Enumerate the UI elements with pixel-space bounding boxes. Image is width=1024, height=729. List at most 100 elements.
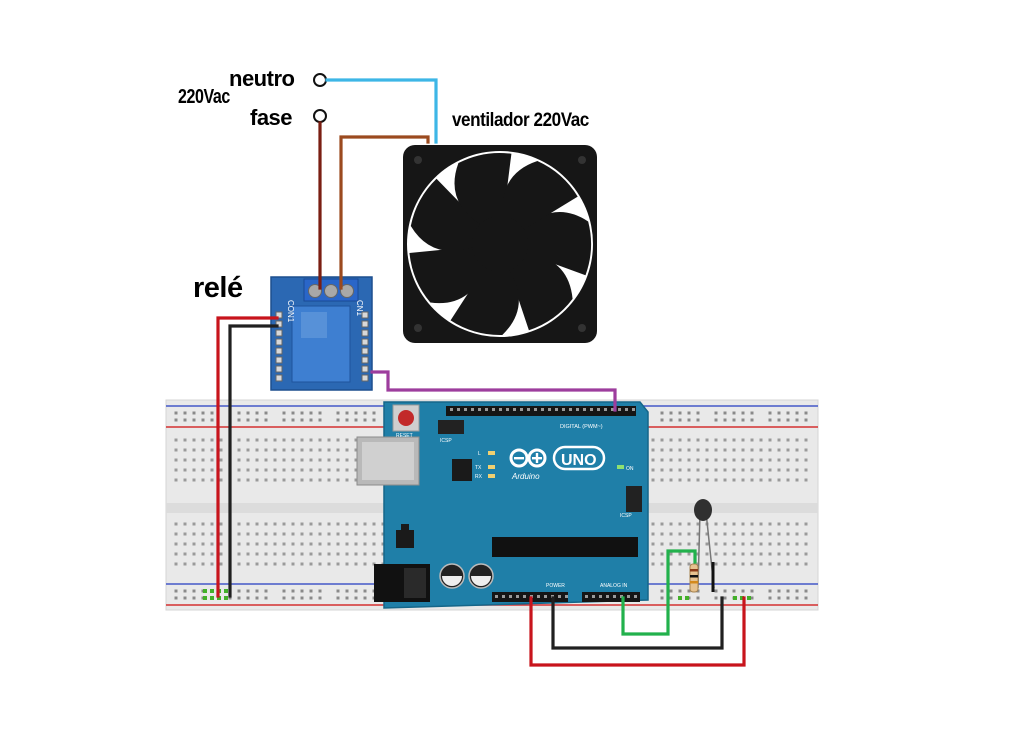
breadboard-hole xyxy=(327,468,331,472)
breadboard-hole xyxy=(291,589,295,593)
reset-button-housing xyxy=(392,404,420,432)
breadboard-hole xyxy=(372,522,376,526)
breadboard-hole xyxy=(768,448,772,452)
breadboard-hole xyxy=(192,596,196,600)
breadboard-hole xyxy=(318,542,322,546)
breadboard-hole xyxy=(741,438,745,442)
breadboard-hole xyxy=(192,478,196,482)
breadboard-hole xyxy=(237,589,241,593)
breadboard-hole xyxy=(660,522,664,526)
breadboard-hole xyxy=(264,411,268,415)
breadboard-hole xyxy=(696,458,700,462)
breadboard-hole xyxy=(174,468,178,472)
breadboard-hole xyxy=(345,478,349,482)
header-pin xyxy=(513,408,516,411)
breadboard-hole xyxy=(183,596,187,600)
breadboard-hole xyxy=(192,589,196,593)
breadboard-hole xyxy=(687,522,691,526)
breadboard-hole xyxy=(669,448,673,452)
breadboard-hole xyxy=(669,552,673,556)
breadboard-hole xyxy=(714,542,718,546)
header-pin xyxy=(569,408,572,411)
breadboard-hole xyxy=(660,418,664,422)
breadboard-hole xyxy=(660,562,664,566)
led-rx-label: RX xyxy=(475,474,483,480)
breadboard-hole xyxy=(354,411,358,415)
breadboard-hole xyxy=(750,418,754,422)
breadboard-hole xyxy=(237,411,241,415)
breadboard-hole xyxy=(264,458,268,462)
breadboard-hole xyxy=(723,552,727,556)
relay-pin-right xyxy=(361,347,369,355)
breadboard-hole xyxy=(300,478,304,482)
breadboard-hole xyxy=(732,468,736,472)
breadboard-hole xyxy=(354,562,358,566)
breadboard-hole xyxy=(309,418,313,422)
breadboard-hole xyxy=(732,542,736,546)
breadboard-hole xyxy=(777,458,781,462)
breadboard-hole xyxy=(291,468,295,472)
breadboard-hole xyxy=(786,411,790,415)
breadboard-hole xyxy=(363,596,367,600)
breadboard-hole xyxy=(354,448,358,452)
breadboard-hole xyxy=(300,468,304,472)
breadboard-hole xyxy=(795,562,799,566)
relay-pin-right xyxy=(361,329,369,337)
resistor-band-1 xyxy=(690,569,698,572)
breadboard-hole xyxy=(768,411,772,415)
led-tx-label: TX xyxy=(475,465,482,471)
breadboard-hole xyxy=(192,418,196,422)
breadboard-hole xyxy=(264,418,268,422)
breadboard-hole xyxy=(723,478,727,482)
breadboard-hole xyxy=(651,458,655,462)
header-pin xyxy=(634,595,637,598)
breadboard-hole xyxy=(174,522,178,526)
breadboard-hole xyxy=(345,596,349,600)
breadboard-hole xyxy=(687,438,691,442)
breadboard-hole xyxy=(309,542,313,546)
breadboard-hole xyxy=(660,438,664,442)
breadboard-hole xyxy=(678,448,682,452)
header-pin xyxy=(499,408,502,411)
header-pin xyxy=(523,595,526,598)
breadboard-hole xyxy=(336,596,340,600)
breadboard-hole xyxy=(219,552,223,556)
breadboard-hole xyxy=(687,562,691,566)
breadboard-hole xyxy=(300,532,304,536)
breadboard-hole xyxy=(282,438,286,442)
neutral-label: neutro xyxy=(229,66,295,91)
breadboard-hole xyxy=(768,552,772,556)
breadboard-hole xyxy=(336,478,340,482)
breadboard-hole xyxy=(300,552,304,556)
breadboard-hole xyxy=(768,418,772,422)
breadboard-hole xyxy=(696,438,700,442)
breadboard-hole xyxy=(336,542,340,546)
breadboard-hole xyxy=(318,468,322,472)
breadboard-hole xyxy=(660,589,664,593)
breadboard-hole xyxy=(291,418,295,422)
breadboard-hole xyxy=(255,562,259,566)
breadboard-hole xyxy=(651,522,655,526)
breadboard-hole xyxy=(723,411,727,415)
breadboard-hole xyxy=(768,542,772,546)
breadboard-hole xyxy=(714,418,718,422)
header-pin xyxy=(506,408,509,411)
breadboard-hole-active xyxy=(203,596,207,600)
breadboard-hole xyxy=(228,596,232,600)
breadboard-hole xyxy=(777,438,781,442)
breadboard-hole xyxy=(804,438,808,442)
header-pin xyxy=(632,408,635,411)
relay-pin-left xyxy=(275,329,283,337)
resistor-band-2 xyxy=(690,575,698,578)
breadboard-hole xyxy=(750,562,754,566)
breadboard-hole xyxy=(300,448,304,452)
breadboard-hole xyxy=(336,468,340,472)
breadboard-hole xyxy=(363,532,367,536)
breadboard-hole xyxy=(786,596,790,600)
breadboard-hole xyxy=(183,448,187,452)
reset-button[interactable] xyxy=(398,410,414,426)
fan-blade xyxy=(454,153,512,226)
breadboard-hole xyxy=(246,562,250,566)
breadboard-hole xyxy=(264,468,268,472)
